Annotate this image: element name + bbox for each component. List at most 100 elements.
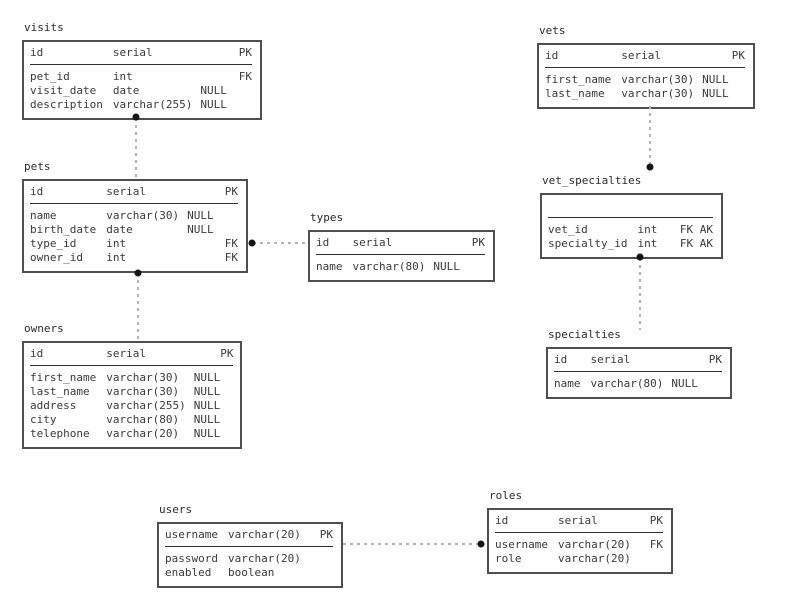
table-title: roles [489, 489, 523, 502]
column-key [214, 204, 238, 224]
column-name: username [495, 538, 548, 551]
column-key [220, 427, 233, 441]
column-nullable: NULL [702, 87, 729, 100]
table-title: visits [24, 21, 64, 34]
table-vet_specialties: vet_specialties vet_id int FK AK specialty… [540, 173, 723, 259]
column-type: serial [590, 353, 672, 372]
table-row [548, 199, 713, 218]
column-type: int [112, 70, 133, 83]
column-key [671, 199, 713, 218]
column-type: serial [106, 347, 194, 366]
column-nullable: NULL [433, 260, 460, 273]
column-key: PK [459, 236, 485, 255]
column-nullable: NULL [671, 377, 698, 390]
column-name: name [316, 260, 343, 273]
column-key: PK [226, 46, 252, 65]
table-title: vet_specialties [542, 174, 642, 187]
column-key [315, 547, 333, 567]
table-row: last_name varchar(30) NULL [30, 385, 233, 399]
column-name: specialty_id [548, 237, 628, 250]
column-name: id [30, 347, 107, 366]
column-key: PK [315, 528, 333, 547]
column-nullable [702, 49, 729, 68]
column-type: varchar(30) [106, 385, 180, 398]
column-type: serial [621, 49, 703, 68]
column-key: FK AK [679, 237, 713, 250]
column-type: serial [106, 185, 188, 204]
column-key [220, 413, 233, 427]
column-nullable: NULL [193, 371, 221, 384]
connector-pets-types [248, 239, 308, 247]
column-key: FK [224, 237, 238, 250]
column-type: varchar(20) [227, 528, 309, 547]
column-name: role [495, 552, 522, 565]
column-nullable [639, 552, 646, 566]
table-row: password varchar(20) [165, 547, 333, 567]
column-key: PK [697, 353, 722, 372]
column-type: serial [352, 236, 434, 255]
column-key: PK [645, 514, 663, 533]
column-nullable [665, 237, 672, 251]
column-name: birth_date [30, 223, 97, 236]
column-name: owner_id [30, 251, 83, 264]
column-nullable [433, 236, 460, 255]
column-nullable: NULL [200, 98, 227, 111]
column-name: password [165, 552, 218, 565]
column-type: varchar(30) [621, 73, 695, 86]
column-type: int [637, 223, 658, 236]
table-title: vets [539, 24, 566, 37]
column-name: last_name [30, 385, 90, 398]
column-name: vet_id [548, 223, 588, 236]
column-name: id [554, 353, 591, 372]
column-name: telephone [30, 427, 90, 440]
column-type: varchar(20) [557, 552, 631, 565]
column-nullable [187, 185, 214, 204]
column-nullable [308, 528, 316, 547]
column-name: city [30, 413, 57, 426]
column-key [227, 98, 252, 112]
column-nullable: NULL [193, 413, 221, 426]
column-type: varchar(20) [227, 552, 301, 565]
column-type: varchar(80) [352, 260, 426, 273]
column-name: id [495, 514, 558, 533]
column-nullable: NULL [200, 84, 227, 97]
column-type: varchar(30) [621, 87, 695, 100]
column-nullable [665, 218, 672, 238]
column-type: varchar(80) [106, 413, 180, 426]
column-nullable [309, 547, 316, 567]
column-nullable: NULL [193, 399, 221, 412]
table-title: types [310, 211, 344, 224]
column-nullable [665, 199, 672, 218]
connector-vetspecialties-specialties [636, 253, 644, 330]
column-key: PK [213, 185, 238, 204]
column-name: username [165, 528, 228, 547]
column-nullable: NULL [193, 385, 221, 398]
table-title: pets [24, 160, 51, 173]
column-key: FK [649, 538, 663, 551]
column-name: first_name [545, 73, 612, 86]
column-type: varchar(30) [106, 371, 180, 384]
column-key [220, 385, 233, 399]
column-nullable: NULL [187, 209, 214, 222]
column-key [729, 87, 745, 101]
column-name: address [30, 399, 77, 412]
column-key [460, 255, 485, 275]
column-nullable [638, 514, 646, 533]
